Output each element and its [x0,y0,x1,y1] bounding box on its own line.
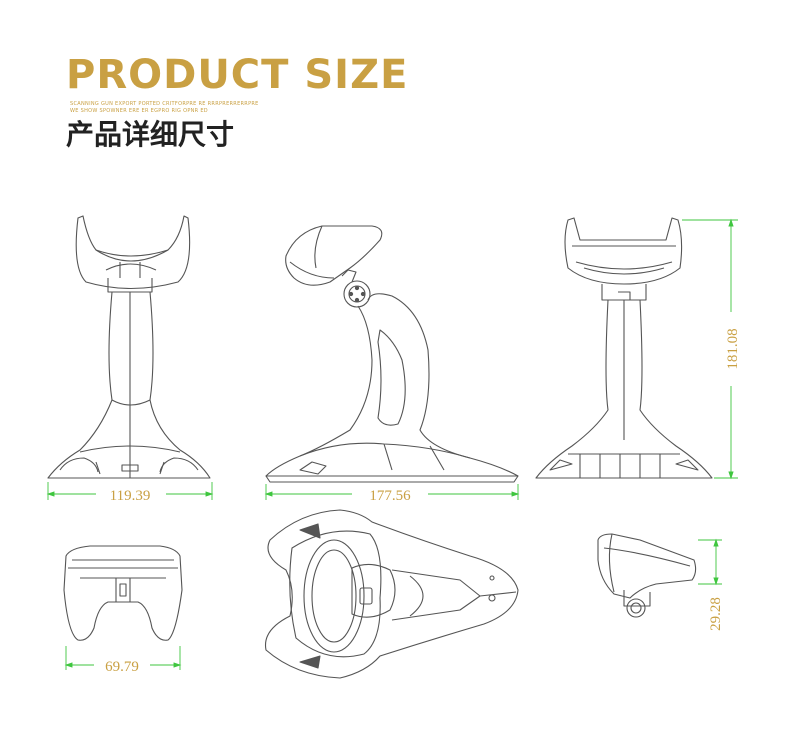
back-view [535,217,713,479]
head-side-view [597,533,697,618]
subtitle-line-1: SCANNING GUN EXPORT PORTED CRITFORPRE RE… [70,101,259,107]
front-view [47,215,211,479]
dim-label-back-height: 181.08 [725,328,741,369]
dim-label-head-height: 29.28 [708,597,724,631]
chinese-title: 产品详细尺寸 [66,118,235,151]
page-title: PRODUCT SIZE [66,52,409,98]
side-view [265,225,519,483]
head-top-view [63,545,183,641]
subtitle-line-2: WE SHOW SPOWNER ERE ER EGPRO RIG OPNR ED [70,108,208,114]
dim-label-side-depth: 177.56 [369,488,411,504]
base-bottom-view [264,509,519,679]
dim-label-front-width: 119.39 [110,488,151,504]
dim-label-head-width: 69.79 [105,659,139,675]
